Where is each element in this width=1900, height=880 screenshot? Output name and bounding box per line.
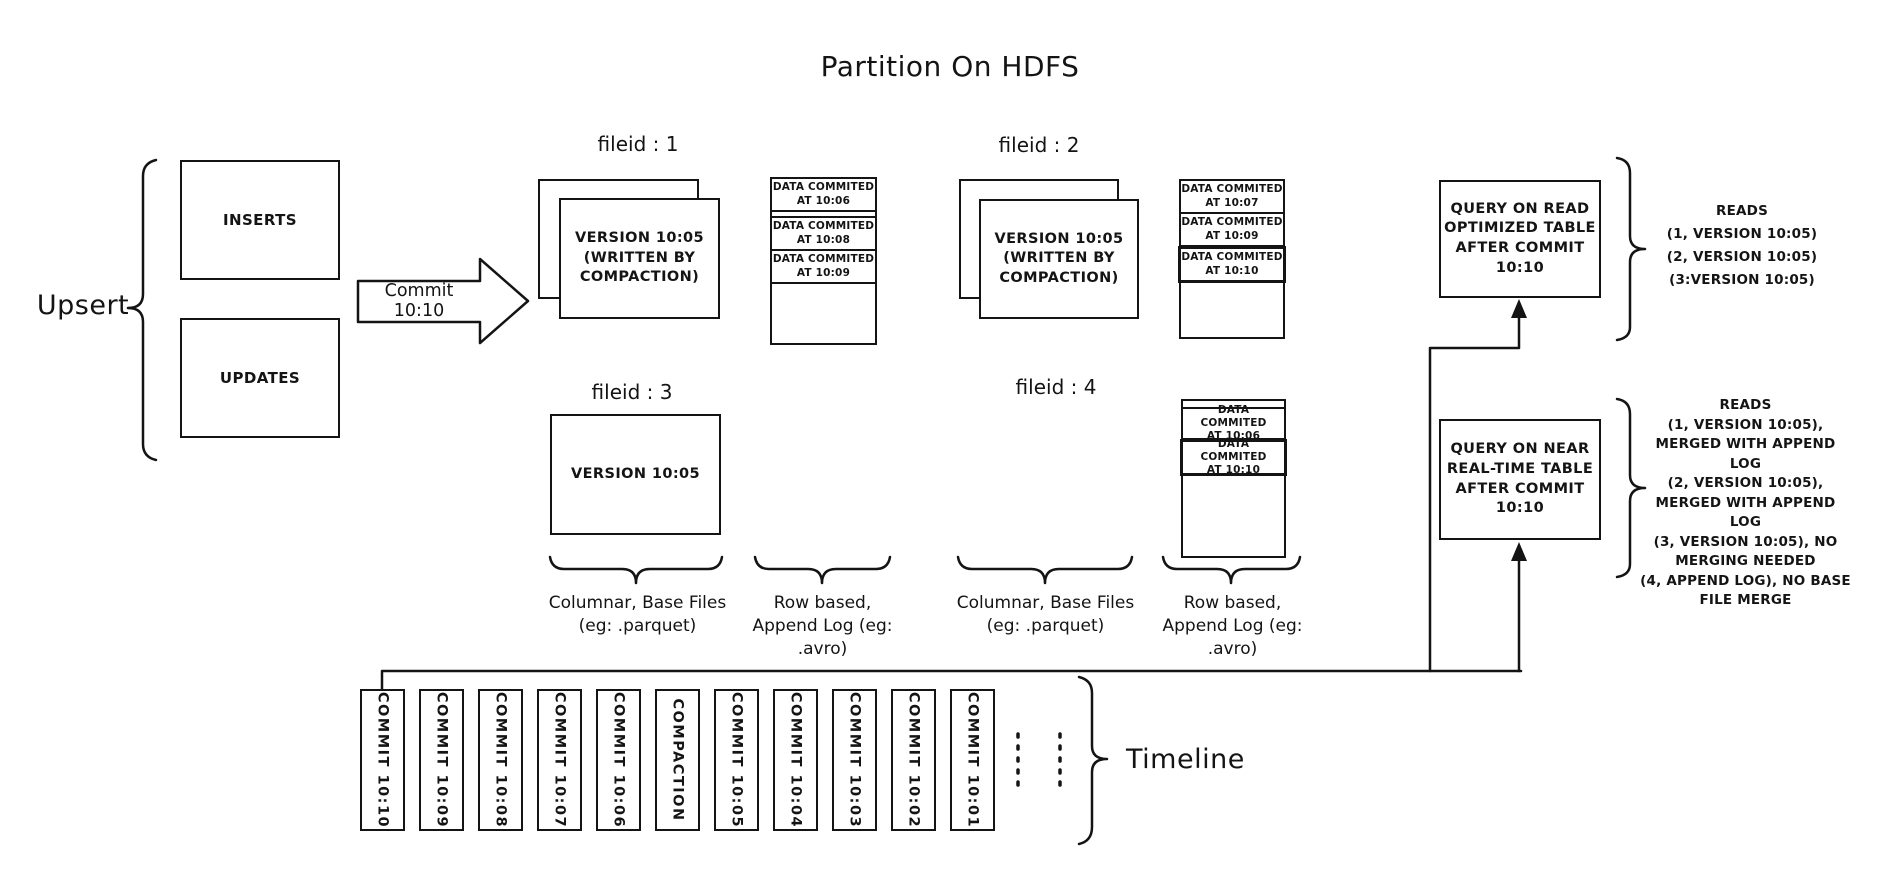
log-segment: DATA COMMITED AT 10:09	[772, 251, 875, 284]
timeline-connector	[380, 669, 1523, 691]
query-near-realtime-box: QUERY ON NEAR REAL-TIME TABLE AFTER COMM…	[1439, 419, 1601, 540]
arrowhead-read-optimized-icon	[1511, 299, 1527, 318]
log-segment-new-commit: DATA COMMITED AT 10:10	[1178, 246, 1286, 283]
log-segment: DATA COMMITED AT 10:07	[1181, 181, 1283, 214]
timeline-box-label: COMMIT 10:09	[433, 691, 450, 829]
timeline-box-label: COMMIT 10:02	[905, 691, 922, 829]
query-read-optimized-box: QUERY ON READ OPTIMIZED TABLE AFTER COMM…	[1439, 180, 1601, 298]
timeline-box-label: COMMIT 10:03	[846, 691, 863, 829]
rowbased-brace-2	[1161, 555, 1302, 585]
columnar-brace-2	[956, 555, 1134, 585]
timeline-label: Timeline	[1126, 744, 1245, 775]
reads-brace-2	[1615, 397, 1647, 579]
inserts-box: INSERTS	[180, 160, 340, 280]
timeline-box: COMMIT 10:09	[419, 689, 464, 831]
timeline-box-label: COMMIT 10:10	[374, 691, 391, 829]
log-segment: DATA COMMITED AT 10:06	[1183, 404, 1284, 442]
timeline-box: COMPACTION	[655, 689, 700, 831]
timeline-box: COMMIT 10:10	[360, 689, 405, 831]
columnar-label-1: Columnar, Base Files (eg: .parquet)	[548, 593, 727, 636]
timeline-box-label: COMPACTION	[669, 698, 686, 822]
rowbased-brace-1	[753, 555, 892, 585]
columnar-label-2: Columnar, Base Files (eg: .parquet)	[956, 593, 1135, 636]
log-segment: DATA COMMITED AT 10:09	[1181, 214, 1283, 247]
log-segment-empty	[772, 212, 875, 218]
timeline-box-label: COMMIT 10:01	[964, 691, 981, 829]
columnar-brace-1	[548, 555, 724, 585]
fileid-4-label: fileid : 4	[1015, 375, 1097, 399]
timeline-ellipsis	[1016, 732, 1062, 790]
log-segment: DATA COMMITED AT 10:08	[772, 218, 875, 251]
commit-arrow	[356, 257, 530, 345]
timeline-box: COMMIT 10:07	[537, 689, 582, 831]
arrowhead-near-realtime-icon	[1511, 542, 1527, 561]
fileid-2-base-front: VERSION 10:05 (WRITTEN BY COMPACTION)	[979, 199, 1139, 319]
diagram-title: Partition On HDFS	[820, 49, 1080, 83]
reads-brace-1	[1615, 156, 1647, 342]
timeline-box-label: COMMIT 10:04	[787, 691, 804, 829]
updates-box: UPDATES	[180, 318, 340, 438]
commit-arrow-label: Commit 10:10	[384, 281, 454, 321]
timeline-box: COMMIT 10:02	[891, 689, 936, 831]
fileid-2-label: fileid : 2	[998, 133, 1080, 157]
fileid-1-label: fileid : 1	[597, 132, 679, 156]
fileid-1-log: DATA COMMITED AT 10:06 DATA COMMITED AT …	[770, 177, 877, 345]
upsert-brace	[126, 158, 158, 462]
fileid-3-base: VERSION 10:05	[550, 414, 721, 535]
timeline-box: COMMIT 10:06	[596, 689, 641, 831]
rowbased-label-1: Row based, Append Log (eg: .avro)	[752, 593, 893, 659]
rowbased-label-2: Row based, Append Log (eg: .avro)	[1162, 593, 1303, 659]
timeline-box: COMMIT 10:01	[950, 689, 995, 831]
timeline-box: COMMIT 10:04	[773, 689, 818, 831]
timeline-box-label: COMMIT 10:06	[610, 691, 627, 829]
timeline-box: COMMIT 10:03	[832, 689, 877, 831]
timeline-brace	[1077, 675, 1109, 846]
timeline-box-label: COMMIT 10:08	[492, 691, 509, 829]
riser-read-optimized	[1428, 312, 1521, 673]
reads-read-optimized-text: READS (1, VERSION 10:05) (2, VERSION 10:…	[1666, 203, 1818, 288]
fileid-2-log: DATA COMMITED AT 10:07 DATA COMMITED AT …	[1178, 179, 1286, 339]
upsert-label: Upsert	[36, 290, 130, 321]
fileid-3-label: fileid : 3	[591, 380, 673, 404]
timeline-box: COMMIT 10:05	[714, 689, 759, 831]
timeline-box: COMMIT 10:08	[478, 689, 523, 831]
timeline-box-label: COMMIT 10:07	[551, 691, 568, 829]
log-segment: DATA COMMITED AT 10:06	[772, 179, 875, 212]
reads-near-realtime-text: READS (1, VERSION 10:05), MERGED WITH AP…	[1640, 397, 1851, 608]
fileid-1-base-front: VERSION 10:05 (WRITTEN BY COMPACTION)	[559, 198, 720, 319]
timeline-box-label: COMMIT 10:05	[728, 691, 745, 829]
log-segment-empty	[1183, 401, 1284, 409]
fileid-4-log: DATA COMMITED AT 10:06 DATA COMMITED AT …	[1180, 399, 1287, 558]
log-segment-new-commit: DATA COMMITED AT 10:10	[1180, 438, 1287, 476]
